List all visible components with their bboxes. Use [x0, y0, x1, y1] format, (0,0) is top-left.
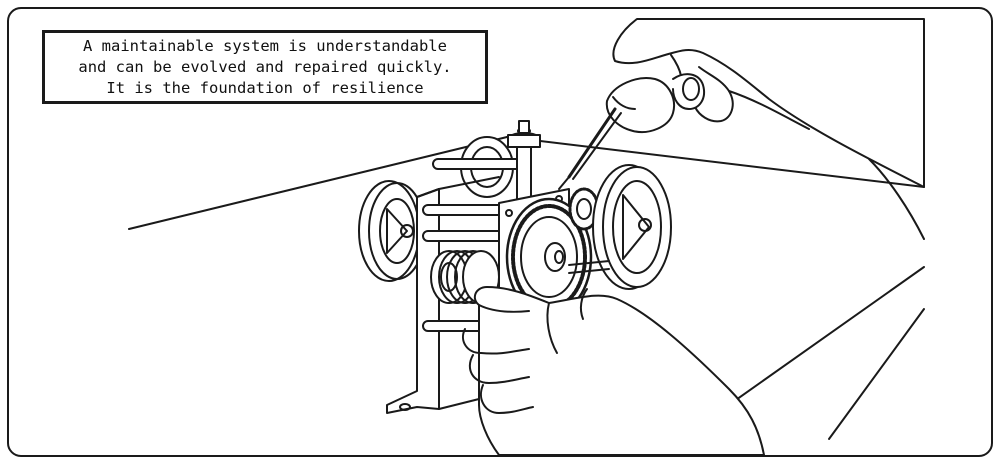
vertical-shaft: [507, 120, 541, 210]
caption-line-3: It is the foundation of resilience: [106, 78, 424, 97]
caption-line-2: and can be evolved and repaired quickly.: [78, 57, 452, 76]
hand-with-oil-can: [558, 18, 925, 190]
left-handwheel: [358, 180, 426, 282]
background-edges: [868, 158, 925, 240]
illustration-frame: A maintainable system is understandable …: [7, 7, 993, 457]
right-handwheel: [568, 164, 672, 290]
mounting-bracket: [386, 176, 500, 414]
lower-hand: [462, 286, 765, 455]
gear-mechanism-illustration: [128, 18, 925, 455]
caption-box: A maintainable system is understandable …: [42, 30, 488, 104]
table-surface: [128, 136, 925, 440]
caption-line-1: A maintainable system is understandable: [83, 36, 447, 55]
